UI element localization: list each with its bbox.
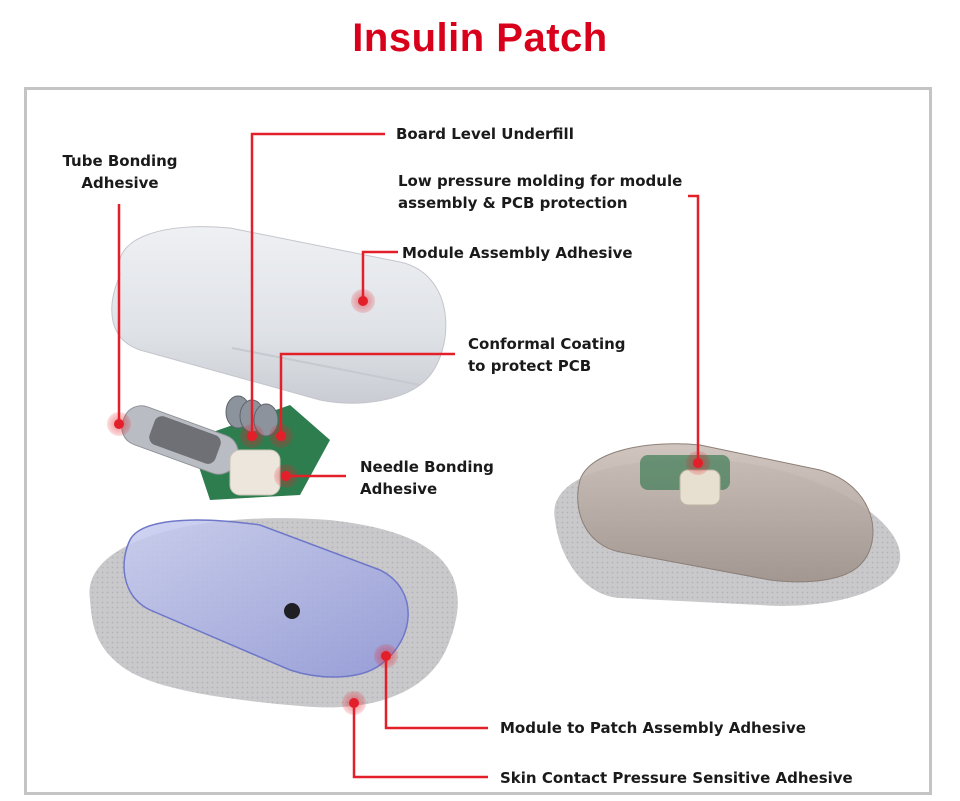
leader-low-pressure-molding (688, 194, 700, 462)
leader-skin-contact (352, 703, 488, 779)
label-low-pressure-molding: Low pressure molding for module assembly… (398, 170, 682, 214)
label-line: Board Level Underfill (396, 125, 574, 143)
label-line: Adhesive (360, 480, 438, 498)
label-line: Conformal Coating (468, 335, 626, 353)
label-conformal-coating: Conformal Coating to protect PCB (468, 333, 626, 377)
label-line: Tube Bonding (62, 152, 178, 170)
dot-module-assembly (351, 289, 375, 313)
label-line: Adhesive (81, 174, 159, 192)
label-tube-bonding-adhesive: Tube Bonding Adhesive (58, 150, 182, 194)
label-module-to-patch-adhesive: Module to Patch Assembly Adhesive (500, 717, 806, 739)
dot-conformal-coating (269, 424, 293, 448)
dot-module-to-patch (374, 644, 398, 668)
label-line: to protect PCB (468, 357, 592, 375)
assembled-device-image (554, 443, 901, 606)
label-board-level-underfill: Board Level Underfill (396, 123, 574, 145)
callout-dots (107, 289, 710, 715)
label-line: Skin Contact Pressure Sensitive Adhesive (500, 769, 853, 787)
leader-module-assembly (361, 250, 398, 300)
dot-tube-bonding (107, 412, 131, 436)
label-line: Module to Patch Assembly Adhesive (500, 719, 806, 737)
leader-lines (117, 132, 700, 779)
leader-module-to-patch (384, 657, 488, 730)
dot-low-pressure-molding (686, 451, 710, 475)
leader-conformal-coating (279, 352, 455, 434)
page-title: Insulin Patch (352, 16, 608, 60)
dot-skin-contact (342, 691, 366, 715)
dot-board-underfill (240, 424, 264, 448)
label-line: Low pressure molding for module (398, 172, 683, 190)
label-needle-bonding-adhesive: Needle Bonding Adhesive (360, 456, 494, 500)
label-line: assembly & PCB protection (398, 194, 628, 212)
label-line: Module Assembly Adhesive (402, 244, 633, 262)
label-line: Needle Bonding (360, 458, 494, 476)
pump-pcb-assembly-image (121, 395, 330, 500)
label-skin-contact-psa: Skin Contact Pressure Sensitive Adhesive (500, 767, 853, 789)
dot-needle-bonding (274, 464, 298, 488)
label-module-assembly-adhesive: Module Assembly Adhesive (402, 242, 633, 264)
leader-board-underfill (250, 132, 385, 435)
patch-base-image (89, 518, 458, 708)
